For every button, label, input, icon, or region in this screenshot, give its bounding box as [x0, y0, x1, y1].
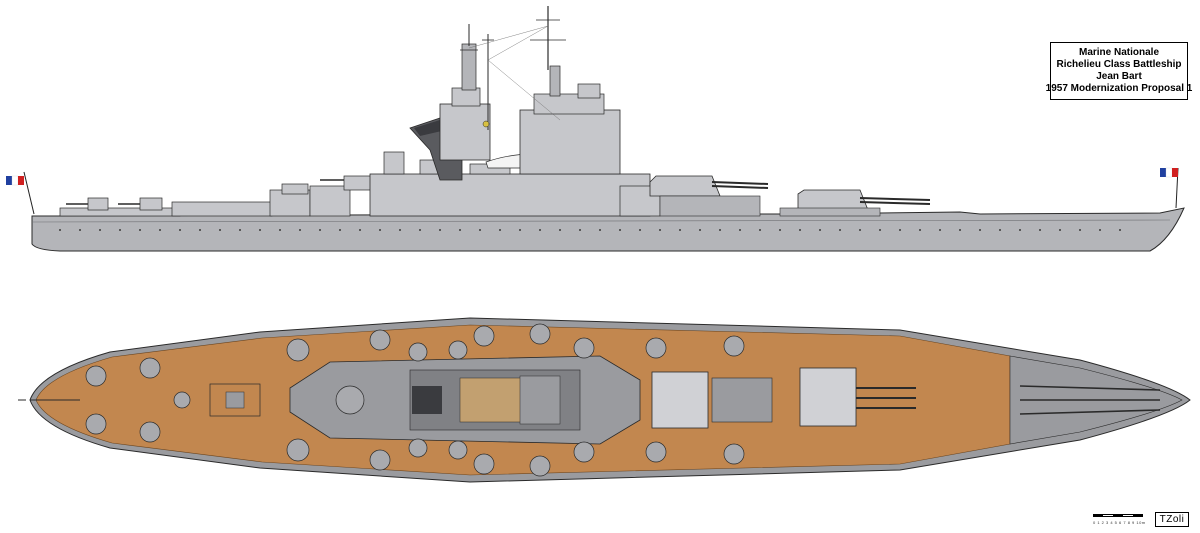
aft-secondary-turret-2	[139, 197, 163, 211]
plan-view	[18, 317, 1191, 483]
scale-bar: 0 1 2 3 4 5 6 7 8 9 10m	[1093, 514, 1153, 528]
title-block: Marine Nationale Richelieu Class Battles…	[1046, 42, 1192, 100]
title-line-ship: Jean Bart	[1096, 71, 1142, 82]
main-turret-1-plan	[799, 367, 857, 427]
side-profile	[6, 6, 1185, 252]
title-line-navy: Marine Nationale	[1078, 47, 1160, 58]
aft-secondary-turret-3	[281, 183, 309, 195]
title-line-proposal: 1957 Modernization Proposal 1	[1045, 83, 1193, 94]
stern-flag-icon	[6, 171, 35, 215]
title-line-class: Richelieu Class Battleship	[1056, 59, 1182, 70]
bow-flag-icon	[1160, 167, 1179, 209]
aft-secondary-turret-4	[343, 175, 375, 191]
main-turret-2-plan	[651, 371, 709, 429]
main-turret-2-side	[649, 175, 721, 197]
side-hull	[31, 207, 1185, 252]
scale-label: 0 1 2 3 4 5 6 7 8 9 10m	[1093, 520, 1146, 525]
plan-secondary-mounts	[85, 323, 745, 477]
portholes	[59, 229, 1121, 231]
main-turret-1-side	[797, 189, 869, 211]
artist-signature: TZoli	[1155, 512, 1189, 527]
aft-secondary-turret-1	[87, 197, 109, 211]
